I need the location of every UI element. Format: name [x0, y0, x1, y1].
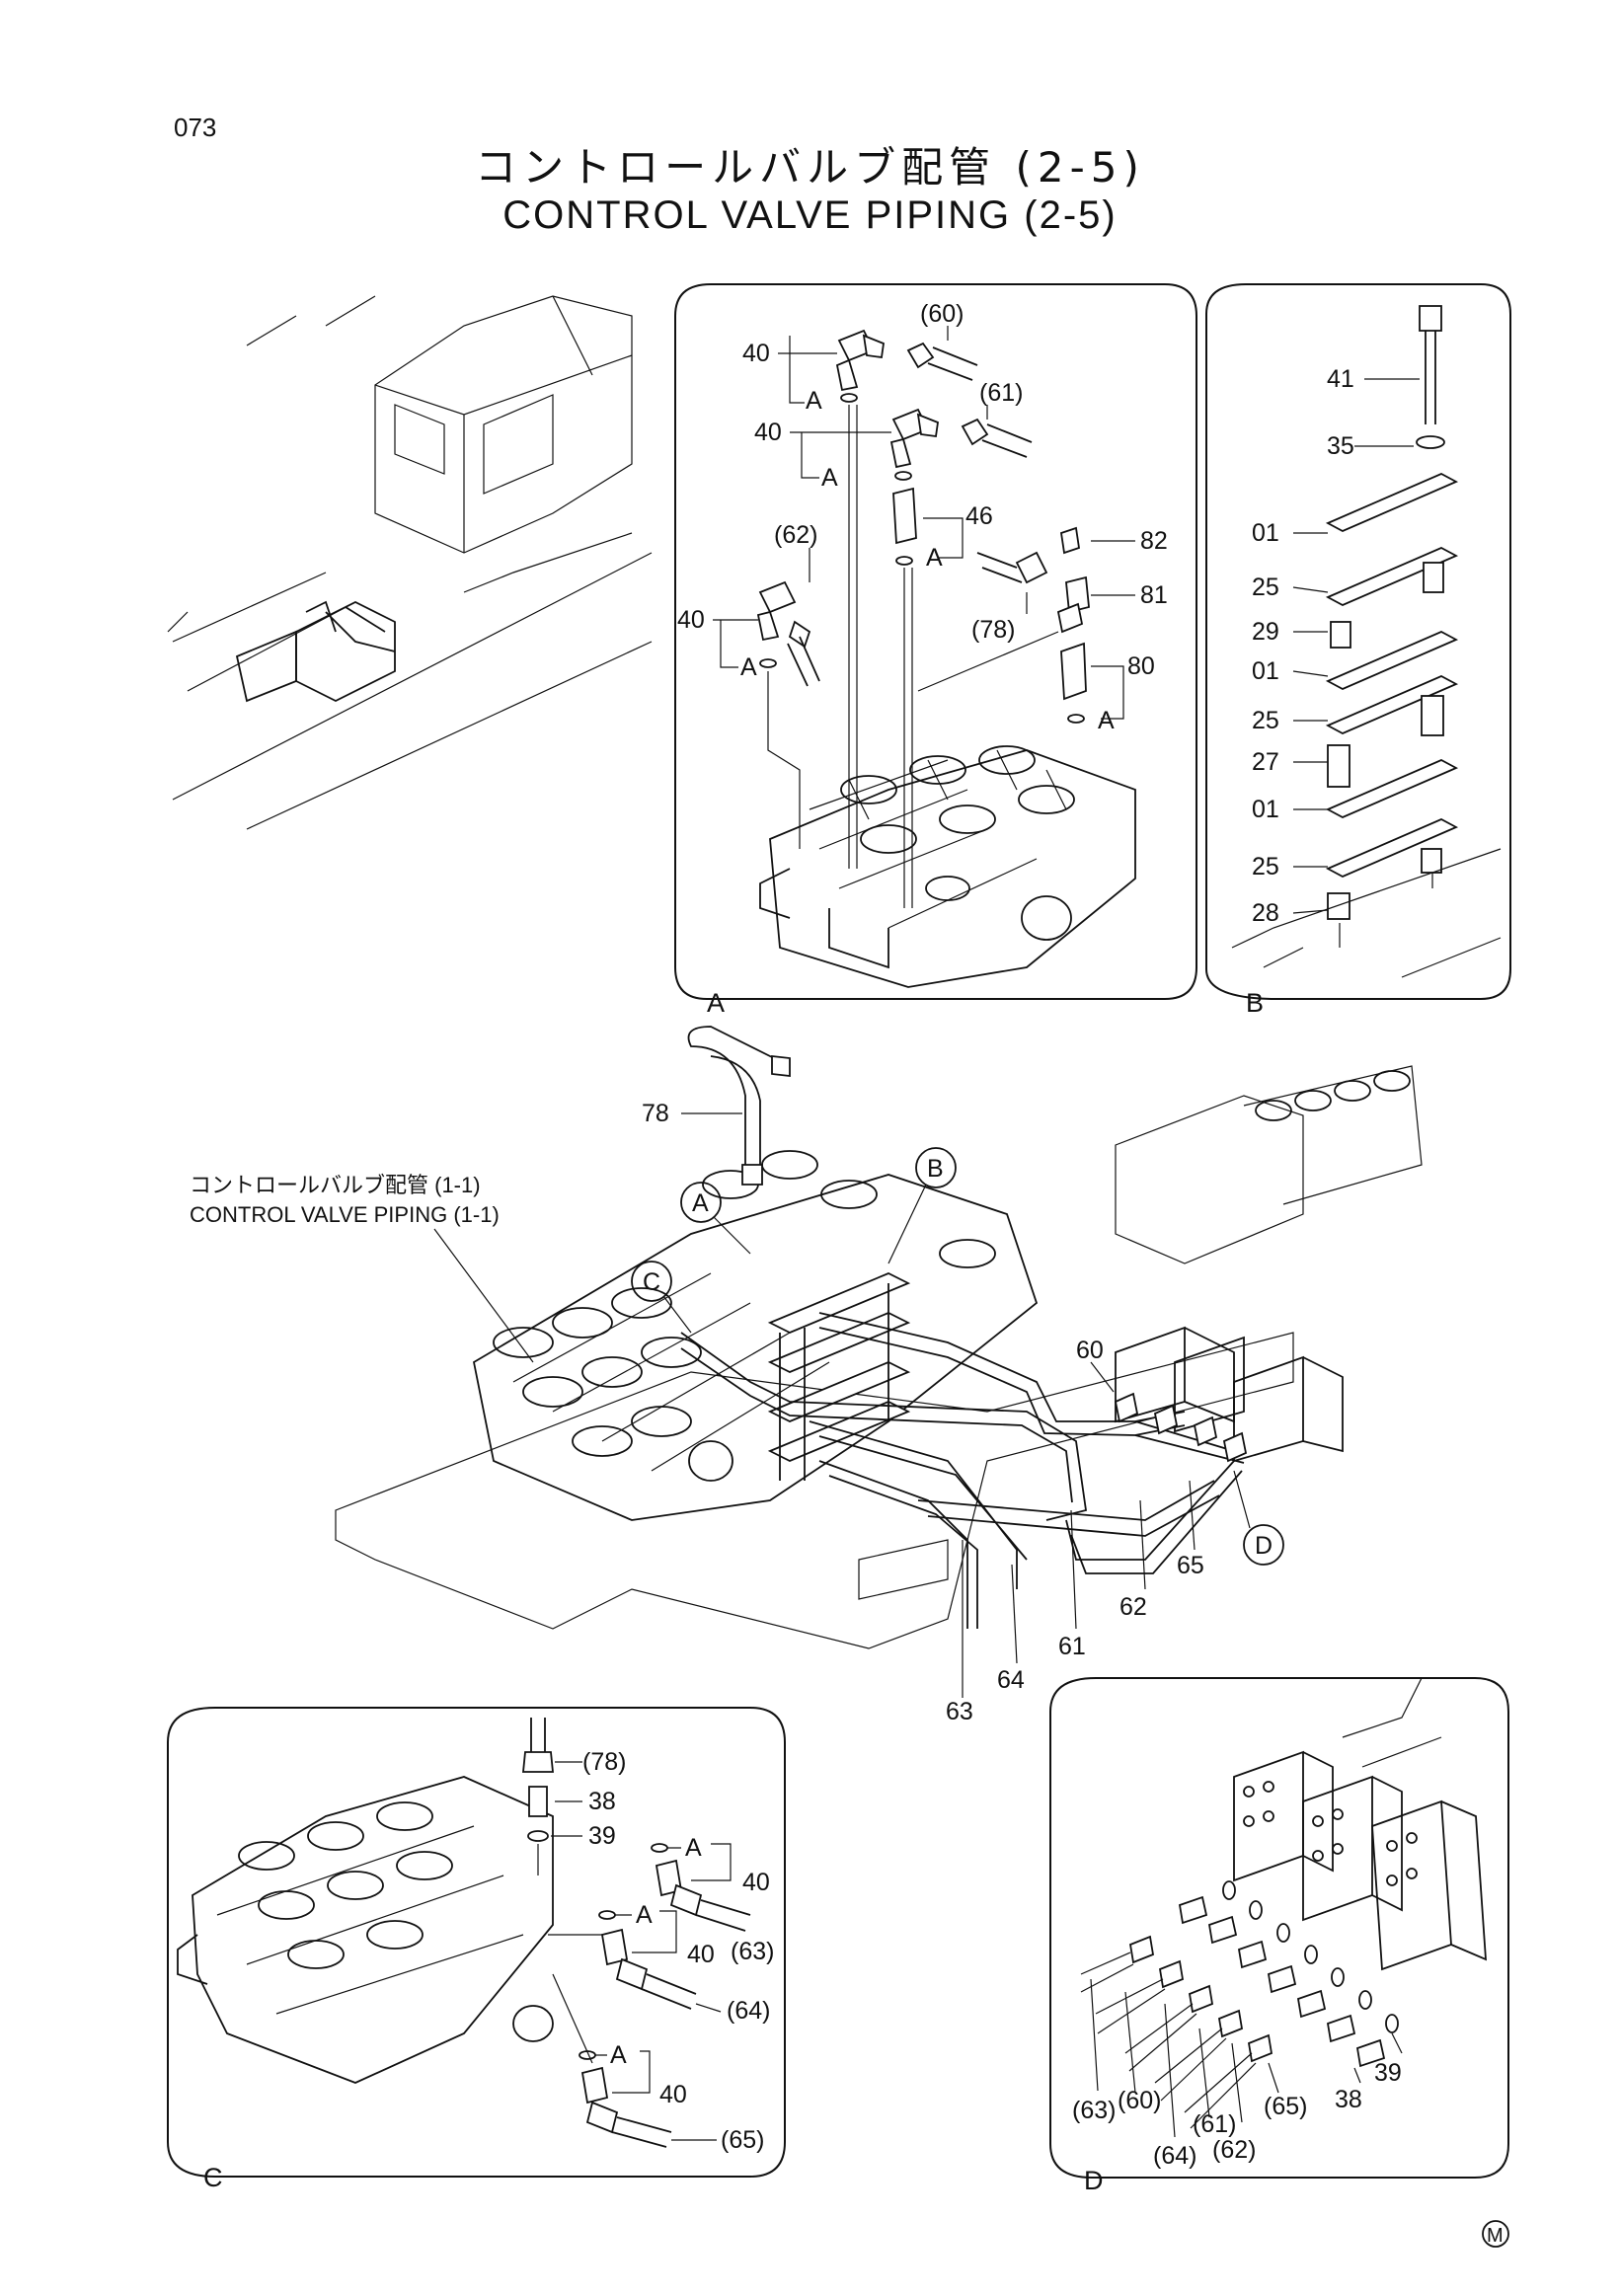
label-41: 41	[1327, 365, 1354, 393]
detail-panel-b: B 41 35 01 25 29 01 25 27 01 25 28	[1205, 283, 1511, 1018]
label-39: 39	[588, 1822, 616, 1850]
panel-b-letter: B	[1246, 988, 1264, 1018]
label-01: 01	[1252, 796, 1279, 823]
callout-c: C	[643, 1268, 660, 1296]
label-62: (62)	[1212, 2136, 1256, 2164]
label-64: (64)	[727, 1997, 770, 2025]
label-62: (62)	[774, 521, 817, 549]
label-25: 25	[1252, 707, 1279, 734]
label-64: 64	[997, 1666, 1025, 1694]
label-A: A	[806, 387, 822, 415]
label-63: 63	[946, 1698, 973, 1725]
label-62: 62	[1119, 1593, 1147, 1621]
panel-c-letter: C	[203, 2163, 223, 2192]
label-64: (64)	[1153, 2142, 1196, 2170]
label-A: A	[821, 464, 838, 492]
main-assembly: A B C D 78 コントロールバルブ配管 (1-1) CONTROL VAL…	[190, 1026, 1423, 1725]
label-63: (63)	[1072, 2097, 1116, 2124]
label-61: (61)	[1193, 2110, 1236, 2138]
label-A: A	[685, 1834, 702, 1862]
label-80: 80	[1127, 652, 1155, 680]
label-81: 81	[1140, 581, 1168, 609]
label-60: 60	[1076, 1337, 1104, 1364]
reference-note: コントロールバルブ配管 (1-1) CONTROL VALVE PIPING (…	[190, 1173, 534, 1363]
detail-panel-d: D	[1049, 1677, 1509, 2195]
label-65: (65)	[721, 2126, 764, 2154]
callout-b: B	[927, 1155, 944, 1183]
corner-m-mark: M	[1482, 2220, 1509, 2248]
label-25: 25	[1252, 574, 1279, 601]
label-38: 38	[588, 1788, 616, 1815]
panel-d-letter: D	[1084, 2166, 1104, 2195]
callout-a: A	[692, 1189, 709, 1217]
label-28: 28	[1252, 899, 1279, 927]
label-78: 78	[642, 1100, 669, 1127]
hose-fittings	[1128, 1895, 1386, 2068]
label-A: A	[926, 544, 943, 572]
callout-d: D	[1255, 1532, 1273, 1560]
label-65: 65	[1177, 1552, 1204, 1579]
reference-en: CONTROL VALVE PIPING (1-1)	[190, 1202, 500, 1227]
title-english: CONTROL VALVE PIPING (2-5)	[502, 193, 1118, 237]
label-78: (78)	[971, 616, 1015, 644]
label-82: 82	[1140, 527, 1168, 555]
corner-mark-letter: M	[1487, 2225, 1504, 2247]
label-40: 40	[742, 1869, 770, 1896]
label-27: 27	[1252, 748, 1279, 776]
reference-jp: コントロールバルブ配管 (1-1)	[190, 1173, 481, 1197]
label-A: A	[1098, 707, 1115, 734]
port-holes	[1243, 1781, 1418, 1886]
label-A: A	[740, 653, 757, 681]
label-25: 25	[1252, 853, 1279, 880]
label-39: 39	[1374, 2059, 1402, 2087]
label-A: A	[610, 2041, 627, 2069]
label-29: 29	[1252, 618, 1279, 646]
detail-panel-c: C (78) 38 39 A 4	[167, 1707, 786, 2192]
panel-a-letter: A	[707, 988, 725, 1018]
label-A: A	[636, 1901, 653, 1929]
label-40: 40	[677, 606, 705, 634]
title-japanese: コントロールバルブ配管 (2-5)	[475, 143, 1145, 191]
label-60: (60)	[920, 300, 964, 328]
label-01: 01	[1252, 519, 1279, 547]
label-40: 40	[659, 2081, 687, 2108]
plate-stack	[1325, 473, 1459, 878]
machine-overview	[167, 295, 653, 830]
label-40: 40	[754, 419, 782, 446]
label-35: 35	[1327, 432, 1354, 460]
label-40: 40	[687, 1941, 715, 1968]
label-46: 46	[965, 502, 993, 530]
o-rings	[1222, 1880, 1399, 2033]
detail-panel-a: A	[674, 283, 1197, 1018]
label-40: 40	[742, 340, 770, 367]
label-78: (78)	[582, 1748, 626, 1776]
label-38: 38	[1335, 2086, 1362, 2113]
label-61: (61)	[979, 379, 1023, 407]
label-60: (60)	[1118, 2087, 1161, 2114]
label-61: 61	[1058, 1633, 1086, 1660]
valve-location-highlight	[235, 600, 396, 703]
page-number: 073	[174, 113, 217, 142]
label-63: (63)	[731, 1938, 774, 1965]
label-01: 01	[1252, 657, 1279, 685]
label-65: (65)	[1264, 2093, 1307, 2120]
